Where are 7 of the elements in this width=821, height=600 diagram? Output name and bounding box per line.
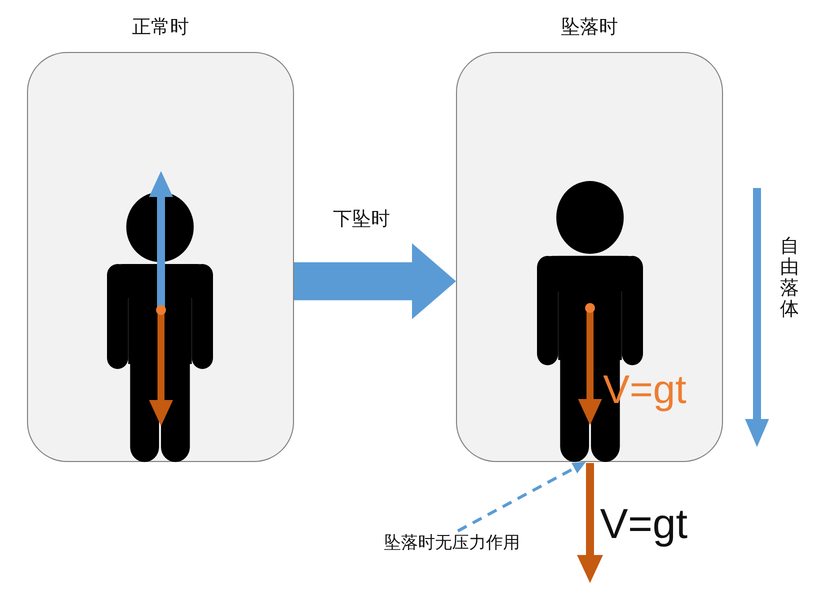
block-arrow: [294, 243, 456, 320]
formula-label: V=gt: [600, 503, 688, 545]
panel-heading: 正常时: [132, 15, 189, 40]
vertical-label: 自由落体: [780, 236, 799, 320]
arrow: [457, 462, 586, 532]
panel-heading: 坠落时: [561, 15, 618, 40]
note-text: 坠落时无压力作用: [384, 531, 520, 554]
